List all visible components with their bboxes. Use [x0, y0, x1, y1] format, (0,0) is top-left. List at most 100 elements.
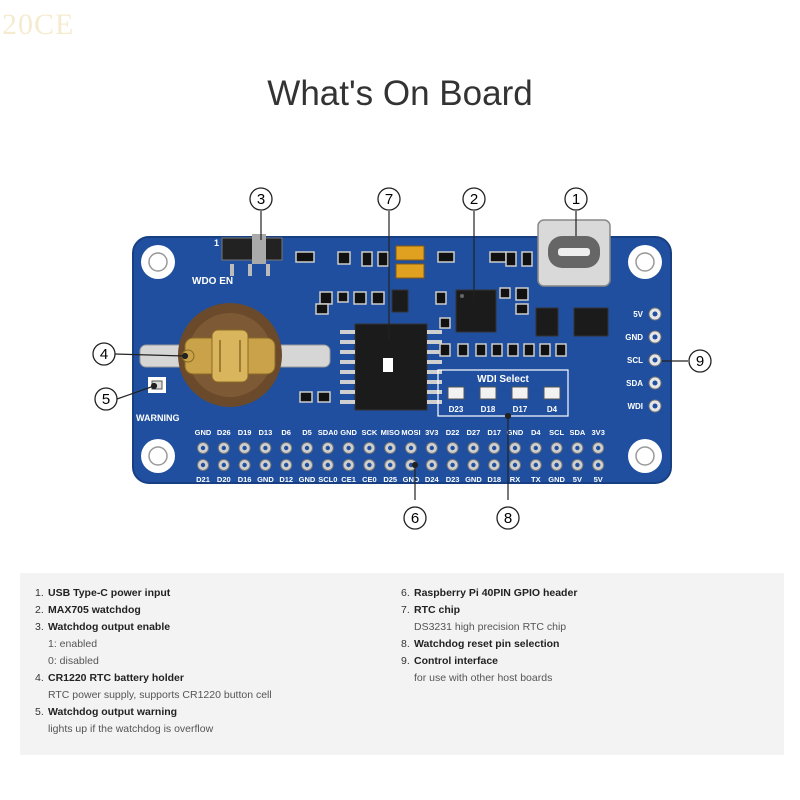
- gpio-bottom-label: D18: [487, 475, 501, 484]
- smd-part: [505, 251, 517, 267]
- callout-1: 1: [572, 191, 580, 208]
- gpio-pin-hole: [200, 462, 206, 468]
- legend-item-description: for use with other host boards: [414, 672, 553, 684]
- gpio-pin-hole: [367, 462, 372, 468]
- legend-item-number: 5.: [35, 706, 44, 718]
- smd-part: [515, 287, 529, 301]
- legend-item-title: Watchdog output enable: [48, 621, 171, 633]
- gpio-pin-hole: [596, 462, 601, 468]
- wdi-pin-label: D4: [547, 405, 558, 414]
- smd-part: [437, 251, 455, 263]
- gpio-pin-hole: [492, 462, 497, 468]
- usb-c-connector: [537, 219, 611, 287]
- switch-pos-label: 1: [214, 238, 219, 248]
- rtc-pin: [340, 330, 355, 334]
- gpio-pin-hole: [512, 462, 518, 468]
- rtc-pin: [427, 390, 442, 394]
- legend-item-description: 1: enabled: [48, 638, 98, 650]
- smd-part: [319, 291, 333, 305]
- gpio-pin-hole: [263, 462, 268, 468]
- callout-2: 2: [470, 191, 478, 208]
- smd-part: [555, 343, 567, 357]
- gpio-top-label: GND: [340, 428, 357, 437]
- gpio-pin-hole: [388, 445, 393, 451]
- warning-led: [148, 377, 166, 393]
- smd-part: [515, 303, 529, 315]
- wdi-pad: [479, 386, 497, 400]
- smd-part: [491, 343, 503, 357]
- legend-item-number: 4.: [35, 672, 44, 684]
- callout-3: 3: [257, 191, 265, 208]
- gpio-bottom-label: GND: [403, 475, 420, 484]
- legend-item: 9.Control interface: [401, 653, 577, 670]
- gpio-top-label: SDA: [569, 428, 585, 437]
- gpio-pin-hole: [408, 445, 414, 451]
- watermark: 20CE: [2, 8, 75, 41]
- gpio-pin-hole: [554, 445, 559, 451]
- gpio-bottom-label: GND: [548, 475, 565, 484]
- smd-part: [435, 291, 447, 305]
- callout-9: 9: [696, 353, 704, 370]
- gpio-pin-hole: [304, 462, 310, 468]
- legend-item-number: 1.: [35, 587, 44, 599]
- rtc-pin: [340, 340, 355, 344]
- gpio-pin-hole: [429, 462, 434, 468]
- gpio-top-label: GND: [507, 428, 524, 437]
- gpio-top-label: MISO: [381, 428, 400, 437]
- callout-8: 8: [504, 510, 512, 527]
- smd-part: [315, 303, 329, 315]
- legend-item-number: 8.: [401, 638, 410, 650]
- smd-components: [295, 251, 567, 403]
- gpio-pin-hole: [325, 462, 330, 468]
- gpio-bottom-label: D21: [196, 475, 210, 484]
- rtc-pin: [427, 370, 442, 374]
- wdi-pad: [543, 386, 561, 400]
- gpio-pin-hole: [471, 445, 476, 451]
- control-pin-label: WDI: [627, 402, 643, 411]
- smd-part: [539, 343, 551, 357]
- gpio-top-label: D26: [217, 428, 231, 437]
- gpio-top-label: D13: [259, 428, 273, 437]
- callout-markers: 1 2 3 4 5 6 7 8 9: [92, 187, 712, 530]
- legend-item-number: 6.: [401, 587, 410, 599]
- callout-5: 5: [102, 391, 110, 408]
- gpio-bottom-label: CE0: [362, 475, 377, 484]
- control-pin-hole: [652, 334, 658, 340]
- legend-item: 7.RTC chip: [401, 602, 577, 619]
- wdi-pin-label: D18: [481, 405, 496, 414]
- control-pin-label: SDA: [626, 379, 643, 388]
- smd-part: [371, 291, 385, 305]
- legend-item-number: 2.: [35, 604, 44, 616]
- transistor: [535, 307, 559, 337]
- smd-part: [377, 251, 389, 267]
- callout-6: 6: [411, 510, 419, 527]
- smd-part: [475, 343, 487, 357]
- gpio-pin-hole: [450, 462, 455, 468]
- legend-item-description: lights up if the watchdog is overflow: [48, 723, 214, 735]
- smd-part: [523, 343, 535, 357]
- legend-item-title: Control interface: [414, 655, 499, 667]
- gpio-pin-hole: [284, 445, 289, 451]
- wdi-select-pads: [447, 386, 561, 400]
- gpio-bottom-label: 5V: [594, 475, 603, 484]
- control-pin-label: 5V: [633, 310, 643, 319]
- legend-item-title: USB Type-C power input: [48, 587, 171, 599]
- control-pin-hole: [652, 357, 658, 363]
- rtc-pin: [427, 400, 442, 404]
- gpio-top-label: 3V3: [425, 428, 438, 437]
- callout-4: 4: [100, 346, 108, 363]
- gpio-bottom-label: RX: [510, 475, 520, 484]
- gpio-top-label: SCL: [549, 428, 564, 437]
- smd-part: [353, 291, 367, 305]
- rtc-pin: [340, 390, 355, 394]
- gpio-top-label: SDA0: [318, 428, 338, 437]
- gpio-pin-hole: [367, 445, 372, 451]
- gpio-pin-hole: [575, 445, 580, 451]
- smd-part: [361, 251, 373, 267]
